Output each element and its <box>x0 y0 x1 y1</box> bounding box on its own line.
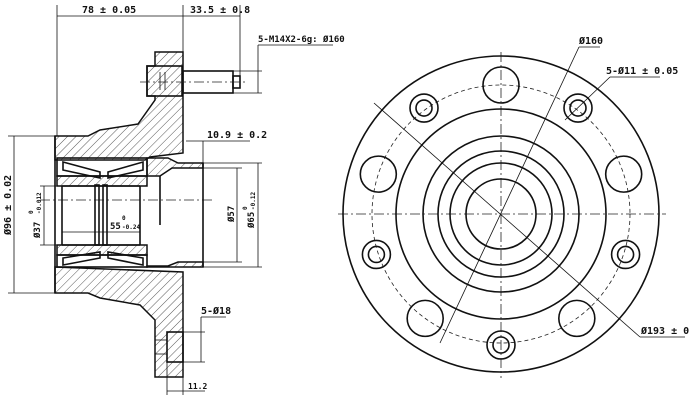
dim-bearing-width: 55 <box>110 222 121 232</box>
stud-hole-inner <box>616 245 635 264</box>
dim-flange-thickness: 11.2 <box>188 382 207 391</box>
dim-pilot-inner: Ø57 <box>226 206 237 223</box>
flange-hole <box>166 331 184 363</box>
lower-bearing <box>56 244 148 268</box>
upper-bearing <box>56 157 148 187</box>
front-dimensions: Ø160 5-Ø11 ± 0.05 Ø193 ± 0.1 <box>373 35 691 344</box>
hub-ring <box>422 135 580 293</box>
wheel-stud <box>140 65 248 97</box>
stud-hole-outer <box>610 239 641 270</box>
hub-ring <box>437 150 565 278</box>
hub-ring <box>465 178 537 250</box>
stud-hole-outer <box>361 239 392 270</box>
dim-pilot-tol-upper: 0 <box>242 206 249 210</box>
dim-flange-offset: 10.9 ± 0.2 <box>207 130 267 141</box>
stud-hole-inner <box>415 99 433 117</box>
spacer <box>94 184 100 246</box>
large-hole <box>359 155 398 193</box>
front-view <box>338 52 666 378</box>
large-hole <box>482 66 520 104</box>
dim-flange-holes: 5-Ø18 <box>201 305 231 317</box>
hub-ring <box>395 108 607 320</box>
dim-bearing-tol-lower: -0.24 <box>122 224 140 231</box>
dim-bearing-tol-upper: 0 <box>122 215 126 222</box>
dim-bore-diameter: Ø37 <box>32 222 43 239</box>
dim-bore-tol-upper: 0 <box>28 210 35 214</box>
side-dimensions: 78 ± 0.05 33.5 ± 0.8 5-M14X2-6g: Ø160 10… <box>2 5 345 395</box>
flange-outline <box>342 55 660 373</box>
side-section-view <box>40 51 248 378</box>
bolt-circle <box>371 84 631 344</box>
dim-stud-spec: 5-M14X2-6g: Ø160 <box>258 34 345 45</box>
dim-outer-diameter: Ø96 ± 0.02 <box>2 175 14 236</box>
large-hole <box>558 299 596 338</box>
dim-bore-tol-lower: -0.012 <box>36 192 43 214</box>
dim-overall-length: 78 ± 0.05 <box>82 5 136 16</box>
dim-bolt-circle: Ø160 <box>578 35 603 47</box>
spacer <box>102 184 108 246</box>
dim-pilot-tol-lower: -0.12 <box>250 192 257 210</box>
stud-hole-inner <box>569 99 587 117</box>
stud-hole-inner <box>367 245 386 264</box>
dim-pilot-outer: Ø65 <box>246 212 257 229</box>
large-hole <box>406 299 444 338</box>
stud-hole-inner <box>492 336 510 354</box>
dim-flange-diameter: Ø193 ± 0.1 <box>640 325 691 337</box>
pilot-ring-lower <box>146 261 204 268</box>
hub-lower-section <box>54 266 184 378</box>
pilot-ring <box>146 157 204 177</box>
dim-stud-protrusion: 33.5 ± 0.8 <box>190 5 250 16</box>
stud-hole-outer <box>409 93 439 123</box>
dim-holes: 5-Ø11 ± 0.05 <box>606 65 678 77</box>
hub-ring <box>449 162 553 266</box>
hub-upper-section <box>54 51 184 161</box>
stud-hole-outer <box>563 93 593 123</box>
stud-hole-outer <box>486 330 516 360</box>
large-hole <box>604 155 643 193</box>
